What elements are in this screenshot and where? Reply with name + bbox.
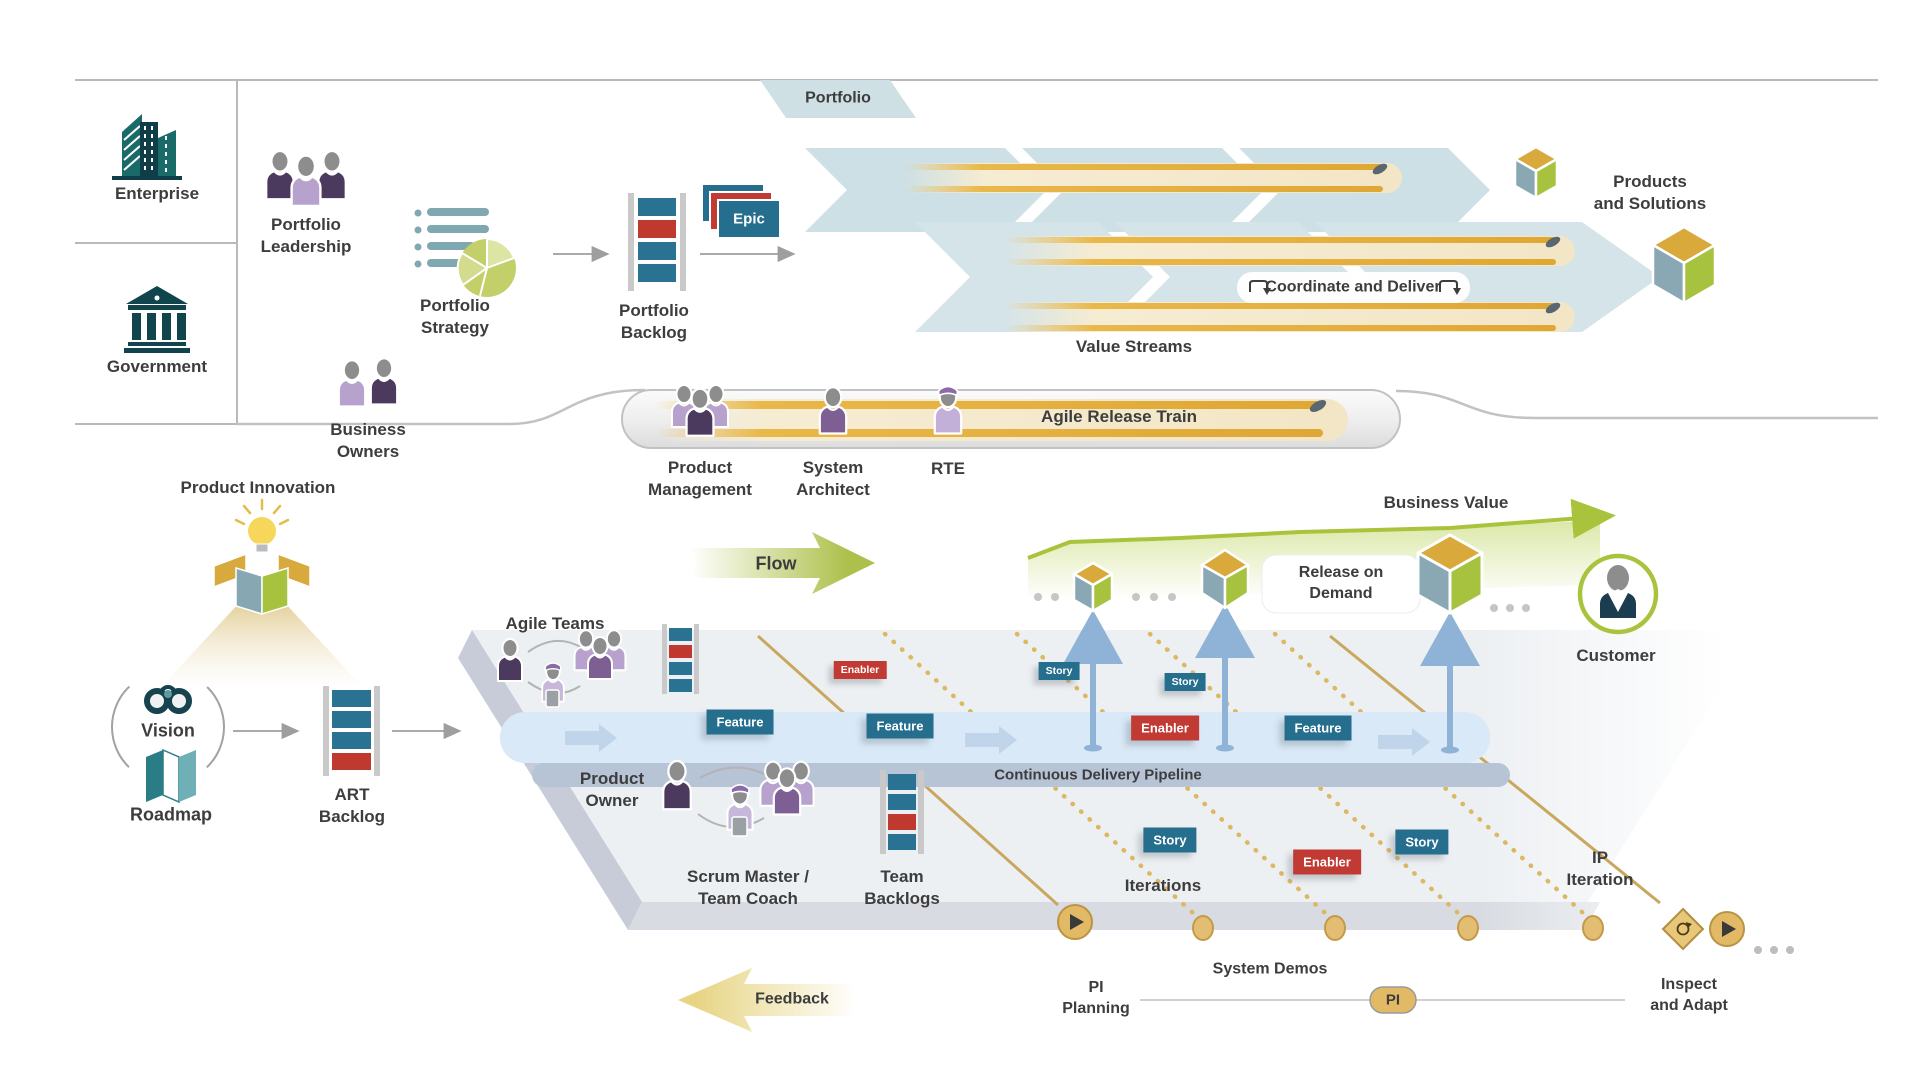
roadmap-label: Roadmap [129, 804, 213, 825]
system-architect-label: System Architect [796, 457, 870, 499]
pi-pill-label: PI [1385, 991, 1401, 1009]
feature-chip-2: Feature [866, 713, 934, 739]
inspect-and-adapt-label: Inspect and Adapt [1650, 976, 1728, 1014]
agile-teams-label: Agile Teams [505, 613, 605, 633]
portfolio-strategy-icon [414, 208, 516, 297]
iterations-label: Iterations [1124, 875, 1202, 895]
rte-icon [935, 386, 961, 433]
ip-iteration-label: IP Iteration [1566, 847, 1634, 889]
business-value-label: Business Value [1383, 492, 1509, 512]
system-demo-dots [1192, 915, 1604, 941]
team-mini-backlog-icon [662, 624, 699, 694]
agile-release-train-shape [621, 389, 1401, 449]
release-cube-1 [1072, 561, 1114, 613]
product-innovation-label: Product Innovation [180, 477, 336, 497]
enabler-chip-3: Enabler [1293, 849, 1361, 875]
business-value-line [1027, 498, 1616, 560]
epic-cards-icon [701, 183, 781, 239]
portfolio-leadership-icon [265, 149, 347, 208]
continuous-delivery-pipeline-label: Continuous Delivery Pipeline [994, 766, 1202, 784]
enterprise-icon [112, 114, 182, 180]
story-chip-1: Story [1038, 662, 1080, 680]
products-cube-large [1651, 225, 1717, 305]
grid-lines [75, 79, 1878, 426]
scrum-team-icon [662, 759, 815, 837]
portfolio-banner-shape [760, 80, 916, 118]
epic-label: Epic [733, 210, 765, 228]
team-backlogs-label: Team Backlogs [864, 866, 940, 908]
flow-label: Flow [755, 553, 797, 574]
pi-planning-icon [1057, 904, 1093, 940]
government-icon [124, 286, 190, 353]
feedback-arrow [678, 968, 858, 1032]
products-cube-small [1513, 145, 1559, 200]
release-cube-3 [1416, 533, 1484, 615]
banner-portfolio-label: Portfolio [805, 89, 871, 107]
release-cube-2 [1200, 548, 1250, 610]
story-chip-4: Story [1395, 829, 1449, 855]
product-innovation-icon [213, 498, 311, 616]
products-and-solutions-label: Products and Solutions [1593, 171, 1707, 213]
innovation-beam [164, 602, 360, 684]
customer-label: Customer [1576, 645, 1656, 665]
flow-connector-arrows [233, 245, 796, 740]
coordinate-and-deliver-pill [1237, 272, 1470, 303]
coordinate-and-deliver-label: Coordinate and Deliver [1265, 278, 1441, 296]
feedback-label: Feedback [755, 990, 829, 1008]
system-demos-label: System Demos [1212, 960, 1328, 978]
enabler-chip-1: Enabler [833, 661, 887, 679]
agile-team-icon [497, 629, 627, 708]
portfolio-backlog-icon [628, 193, 686, 291]
release-on-demand-label: Release on Demand [1298, 564, 1384, 602]
portfolio-strategy-label: Portfolio Strategy [420, 295, 490, 337]
inspect-adapt-icon [1661, 907, 1705, 951]
continuation-dots [1754, 946, 1794, 954]
vision-label: Vision [141, 720, 195, 741]
business-owners-label: Business Owners [330, 419, 406, 461]
vision-roadmap-ring [111, 670, 225, 784]
value-stream-pipes [905, 163, 1575, 332]
milestones [1057, 904, 1794, 1014]
product-owner-label: Product Owner [579, 768, 645, 810]
agile-release-train-label: Agile Release Train [1041, 406, 1197, 426]
art-backlog-icon [323, 686, 380, 776]
team-backlogs-icon [880, 770, 924, 854]
story-chip-3: Story [1143, 827, 1197, 853]
release-arrows [1063, 604, 1480, 754]
story-chip-2: Story [1164, 673, 1206, 691]
enabler-chip-2: Enabler [1131, 715, 1199, 741]
vision-icon [144, 685, 192, 714]
business-owners-icon [337, 357, 399, 408]
roadmap-icon [146, 748, 196, 804]
customer-icon [1577, 553, 1659, 635]
flow-arrow [690, 532, 875, 594]
pi-planning-label: PI Planning [1062, 979, 1130, 1017]
next-pi-play-icon [1709, 911, 1745, 947]
value-streams-label: Value Streams [1075, 336, 1193, 356]
portfolio-leadership-label: Portfolio Leadership [260, 214, 352, 256]
feature-chip-3: Feature [1284, 715, 1352, 741]
product-management-label: Product Management [648, 457, 752, 499]
pi-pill-shape [1369, 986, 1417, 1014]
enterprise-label: Enterprise [114, 183, 200, 203]
art-backlog-label: ART Backlog [318, 784, 386, 826]
rte-label: RTE [931, 458, 965, 478]
scrum-master-label: Scrum Master / Team Coach [687, 866, 809, 908]
portfolio-backlog-label: Portfolio Backlog [619, 300, 689, 342]
release-dots [1034, 593, 1530, 612]
feature-chip-1: Feature [706, 709, 774, 735]
government-label: Government [106, 356, 208, 376]
